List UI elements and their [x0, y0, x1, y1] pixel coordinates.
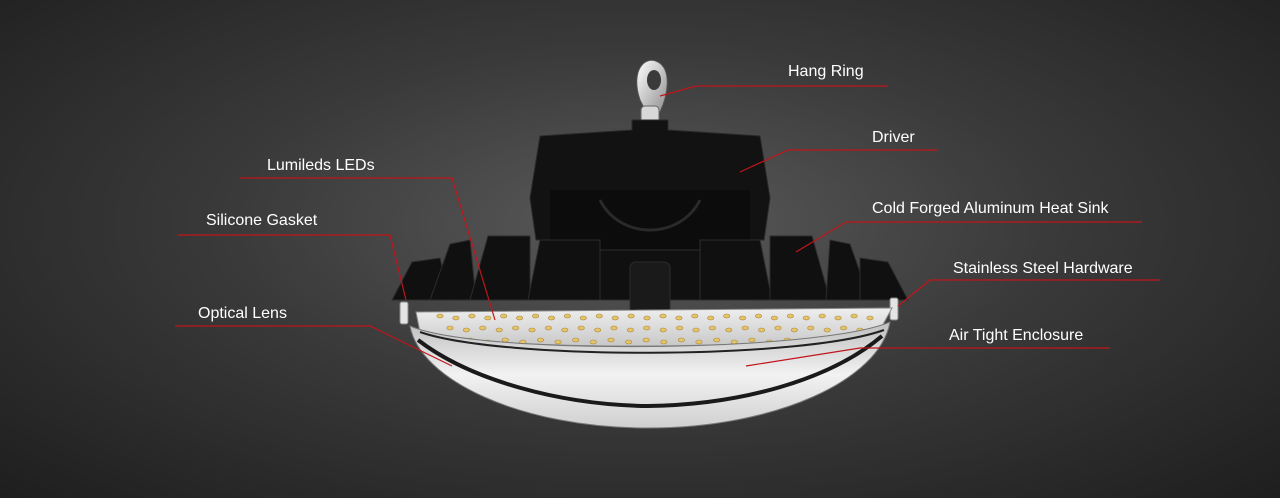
led-chip-icon — [544, 325, 552, 331]
callout-line-heat-sink — [795, 221, 1142, 253]
callout-line-stainless-hardware — [897, 279, 1160, 307]
led-chip-icon — [610, 325, 618, 331]
led-chip-icon — [516, 315, 524, 321]
led-chip-icon — [660, 339, 668, 345]
callout-line-optical-lens — [175, 325, 453, 367]
led-chip-icon — [834, 315, 842, 321]
led-chip-icon — [462, 327, 470, 333]
led-chip-icon — [484, 315, 492, 321]
led-chip-icon — [495, 327, 503, 333]
led-chip-icon — [589, 339, 597, 345]
led-chip-icon — [691, 313, 699, 319]
callout-line-hang-ring — [659, 85, 888, 97]
led-chip-icon — [554, 339, 562, 345]
led-chip-icon — [713, 337, 721, 343]
led-chip-icon — [754, 313, 762, 319]
led-chip-icon — [774, 325, 782, 331]
led-chip-icon — [695, 339, 703, 345]
label-driver: Driver — [872, 129, 915, 146]
led-board-part — [415, 307, 893, 347]
led-chip-icon — [818, 313, 826, 319]
led-chip-icon — [676, 325, 684, 331]
led-chip-icon — [532, 313, 540, 319]
label-optical-lens: Optical Lens — [198, 305, 287, 322]
led-chip-icon — [626, 327, 634, 333]
led-chip-icon — [708, 325, 716, 331]
led-chip-icon — [572, 337, 580, 343]
led-chip-icon — [758, 327, 766, 333]
led-chip-icon — [807, 325, 815, 331]
led-chip-icon — [692, 327, 700, 333]
led-chip-icon — [500, 313, 508, 319]
led-chip-icon — [536, 337, 544, 343]
driver-housing — [529, 119, 771, 250]
led-chip-icon — [607, 337, 615, 343]
led-chip-icon — [823, 327, 831, 333]
led-chip-icon — [866, 315, 874, 321]
led-chip-icon — [547, 315, 555, 321]
led-chip-icon — [850, 313, 858, 319]
led-chip-icon — [643, 315, 651, 321]
led-chip-icon — [677, 337, 685, 343]
led-chip-icon — [563, 313, 571, 319]
led-chip-icon — [675, 315, 683, 321]
led-chip-icon — [611, 315, 619, 321]
led-chip-icon — [577, 325, 585, 331]
led-chip-icon — [770, 315, 778, 321]
led-chip-icon — [436, 313, 444, 319]
led-chip-icon — [561, 327, 569, 333]
led-chip-icon — [528, 327, 536, 333]
led-chip-icon — [659, 313, 667, 319]
led-chip-icon — [723, 313, 731, 319]
led-chip-icon — [452, 315, 460, 321]
led-chip-icon — [594, 327, 602, 333]
led-chip-icon — [446, 325, 454, 331]
led-chip-icon — [741, 325, 749, 331]
led-chip-icon — [512, 325, 520, 331]
label-heat-sink: Cold Forged Aluminum Heat Sink — [872, 200, 1109, 217]
led-chip-icon — [707, 315, 715, 321]
led-chip-icon — [748, 337, 756, 343]
heat-sink-part — [391, 235, 909, 315]
callout-line-lumileds-leds — [240, 177, 496, 321]
led-chip-icon — [579, 315, 587, 321]
led-chip-icon — [468, 313, 476, 319]
callout-line-silicone-gasket — [178, 234, 407, 301]
led-chip-icon — [595, 313, 603, 319]
led-chip-icon — [625, 339, 633, 345]
led-chip-icon — [739, 315, 747, 321]
label-stainless-steel-hardware: Stainless Steel Hardware — [953, 260, 1133, 277]
led-chip-icon — [802, 315, 810, 321]
label-silicone-gasket: Silicone Gasket — [206, 212, 318, 229]
led-chip-icon — [659, 327, 667, 333]
led-chip-icon — [627, 313, 635, 319]
led-chip-icon — [790, 327, 798, 333]
callout-line-driver — [739, 149, 938, 173]
label-hang-ring: Hang Ring — [788, 63, 864, 80]
led-chip-icon — [840, 325, 848, 331]
led-chip-icon — [479, 325, 487, 331]
optical-lens-part — [409, 321, 891, 429]
led-chip-icon — [786, 313, 794, 319]
label-air-tight-enclosure: Air Tight Enclosure — [949, 327, 1084, 344]
led-chip-icon — [725, 327, 733, 333]
callout-lines — [175, 85, 1160, 367]
led-chip-icon — [643, 325, 651, 331]
label-lumileds-leds: Lumileds LEDs — [267, 157, 375, 174]
led-chip-icon — [642, 337, 650, 343]
led-chip-icon — [501, 337, 509, 343]
callout-line-air-tight-enclosure — [745, 347, 1110, 367]
